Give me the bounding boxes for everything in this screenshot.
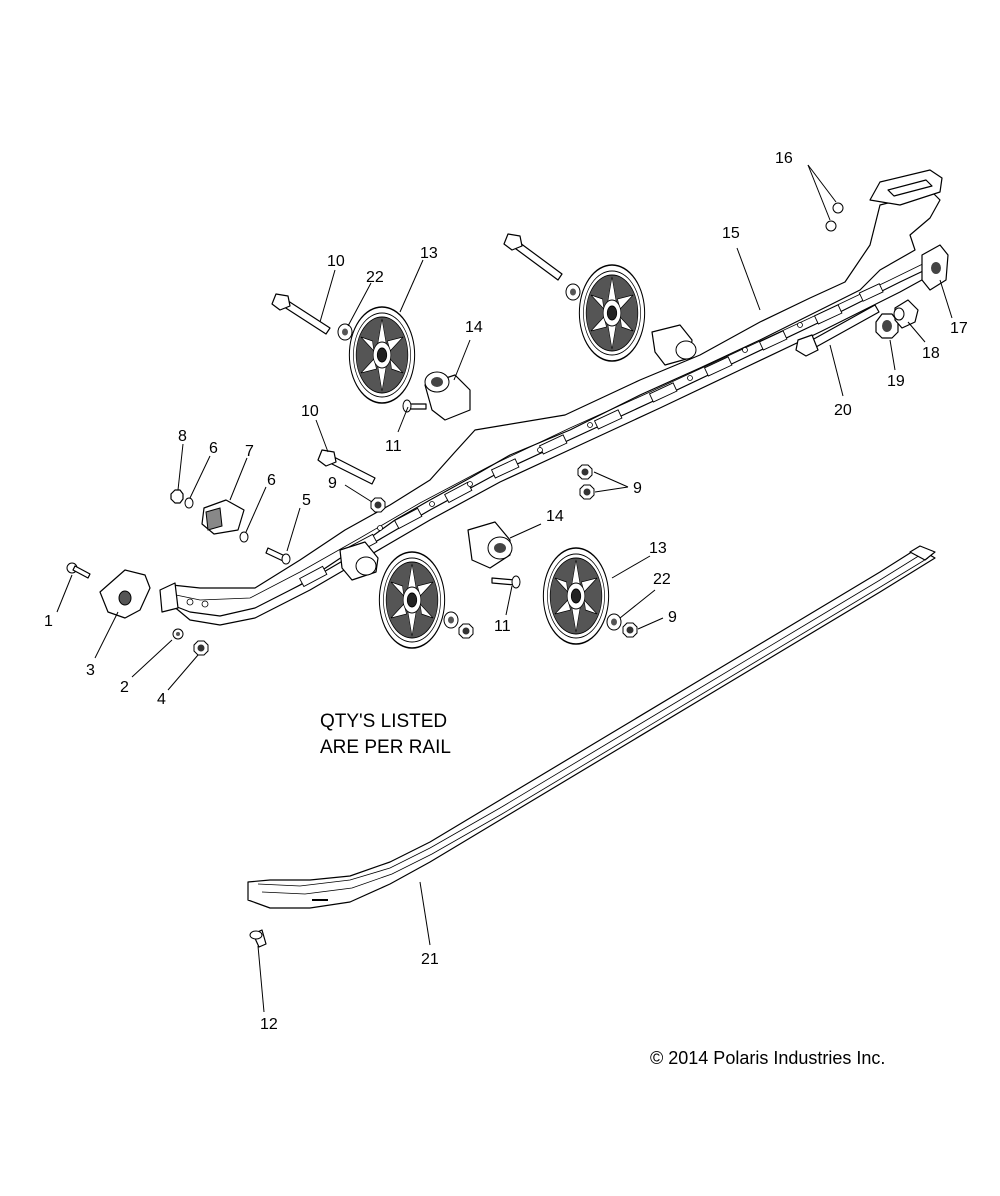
callout-2: 2: [120, 679, 129, 696]
callout-13a: 13: [420, 245, 438, 262]
washer-2: [172, 628, 184, 640]
wheel-spacer-lower: [467, 521, 513, 569]
callout-14a: 14: [465, 319, 483, 336]
suspension-rail: [159, 169, 943, 626]
callout-9c: 9: [668, 609, 677, 626]
wheel-spacer-front: [339, 541, 379, 581]
callout-10b: 10: [301, 403, 319, 420]
callout-22a: 22: [366, 269, 384, 286]
callout-numbers: 1 2 3 4 5 6 6 7 8 9 9 9 10 10 11 11 12 1…: [44, 150, 968, 1033]
callout-22b: 22: [653, 571, 671, 588]
nut-9-lower-front: [458, 623, 474, 639]
callout-6b: 6: [267, 472, 276, 489]
callout-4: 4: [157, 691, 166, 708]
nut-4: [193, 640, 209, 656]
bolt-20: [795, 304, 880, 357]
nut-9-rail-b: [579, 484, 595, 500]
washer-6-lower: [239, 531, 249, 543]
block-7: [201, 499, 245, 535]
nut-9-rail-a: [577, 464, 593, 480]
note-line-2: ARE PER RAIL: [320, 737, 451, 758]
note-line-1: QTY'S LISTED: [320, 711, 447, 732]
callout-1: 1: [44, 613, 53, 630]
callout-7: 7: [245, 443, 254, 460]
nut-19: [875, 313, 899, 339]
hyfax-slide: [247, 545, 936, 909]
callout-5: 5: [302, 492, 311, 509]
rivet-12: [249, 929, 267, 948]
leader-lines: [56, 164, 953, 1013]
idler-wheel-lower-front: [378, 551, 446, 649]
nut-8: [170, 489, 184, 504]
bolt-upper-rear: [503, 233, 563, 281]
callout-10a: 10: [327, 253, 345, 270]
idler-wheel-upper-rear: [578, 264, 646, 362]
callout-21: 21: [421, 951, 439, 968]
callout-14b: 14: [546, 508, 564, 525]
callout-17: 17: [950, 320, 968, 337]
idler-wheel-lower-rear: [542, 547, 610, 645]
callout-11b: 11: [494, 618, 511, 635]
nut-9-lower-rear: [622, 622, 638, 638]
screw-1: [66, 562, 91, 579]
washer-6-upper: [184, 497, 194, 509]
callout-9b: 9: [633, 480, 642, 497]
bolt-5: [265, 547, 291, 565]
callout-6a: 6: [209, 440, 218, 457]
bracket-17: [921, 244, 949, 291]
callout-3: 3: [86, 662, 95, 679]
wheel-spacer-upper: [424, 371, 471, 421]
washer-22-lower-front: [443, 611, 459, 629]
screw-16: [825, 202, 844, 232]
callout-8: 8: [178, 428, 187, 445]
washer-22-upper-front: [337, 323, 353, 341]
bumper-3: [99, 569, 151, 619]
copyright-text: © 2014 Polaris Industries Inc.: [650, 1048, 885, 1068]
bolt-10-upper: [271, 293, 331, 335]
bolt-11-lower: [491, 575, 521, 589]
callout-20: 20: [834, 402, 852, 419]
wheel-spacer-rear: [651, 324, 697, 366]
bushing-18: [893, 299, 919, 329]
callout-16: 16: [775, 150, 793, 167]
callout-15: 15: [722, 225, 740, 242]
bolt-10-lower: [317, 449, 376, 485]
washer-22-upper-rear: [565, 283, 581, 301]
nut-9-mid: [370, 497, 386, 513]
idler-wheel-upper-front: [348, 306, 416, 404]
callout-11a: 11: [385, 438, 402, 455]
callout-19: 19: [887, 373, 905, 390]
washer-22-lower-rear: [606, 613, 622, 631]
callout-9a: 9: [328, 475, 337, 492]
callout-18: 18: [922, 345, 940, 362]
callout-12: 12: [260, 1016, 278, 1033]
callout-13b: 13: [649, 540, 667, 557]
